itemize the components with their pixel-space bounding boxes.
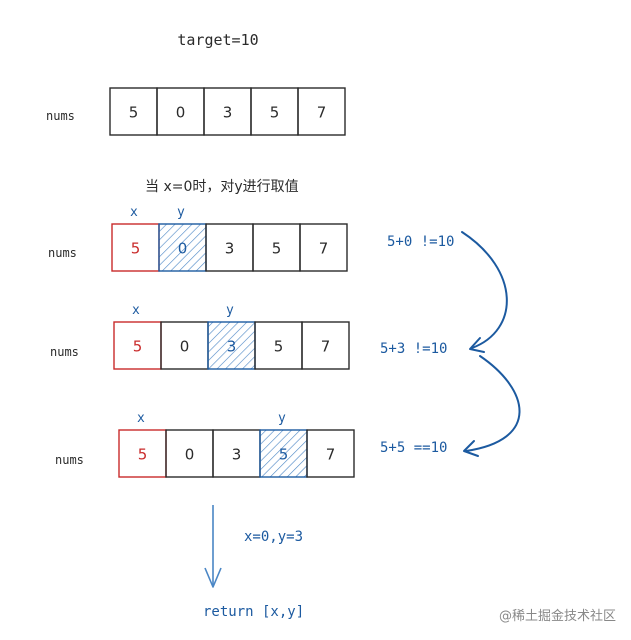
x-pointer-label: x: [132, 303, 140, 318]
array-cell-value: 5: [279, 446, 289, 464]
nums-label: nums: [48, 246, 77, 260]
x-pointer-label: x: [137, 411, 145, 426]
target-title: target=10: [177, 31, 258, 49]
y-cell-hatch: [260, 430, 307, 477]
nums-label: nums: [46, 109, 75, 123]
curve-arrow-2: [465, 355, 521, 452]
y-cell-hatch: [159, 224, 206, 271]
curve-arrow-1-head: [469, 337, 485, 353]
y-pointer-label: y: [226, 303, 234, 318]
array-cell: [301, 321, 350, 370]
result-note: x=0,y=3: [244, 529, 303, 545]
nums-array-step-3: nums 5 0 3 5 7 x y: [55, 411, 355, 478]
y-pointer-label: y: [177, 205, 185, 220]
array-cell: [299, 223, 348, 272]
array-cell-value: 3: [227, 338, 237, 356]
array-cell-value: 0: [180, 338, 190, 356]
array-cell: [297, 87, 346, 136]
array-cell-value: 5: [272, 240, 282, 258]
curve-arrow-1: [461, 231, 508, 349]
equation-step-1: 5+0 !=10: [387, 234, 454, 250]
nums-array-original: nums 5 0 3 5 7: [46, 87, 346, 136]
array-cell-value: 0: [176, 104, 186, 122]
x-pointer-label: x: [130, 205, 138, 220]
y-cell-hatch: [208, 322, 255, 369]
array-cell-value: 7: [317, 104, 327, 122]
array-cell: [306, 429, 355, 478]
nums-array-step-2: nums 5 0 3 5 7 x y: [50, 303, 350, 370]
watermark: @稀土掘金技术社区: [499, 608, 616, 624]
array-cell-value: 0: [185, 446, 195, 464]
array-cell-value: 7: [319, 240, 329, 258]
array-cell-value: 5: [138, 446, 148, 464]
equation-step-3: 5+5 ==10: [380, 440, 447, 456]
equation-step-2: 5+3 !=10: [380, 341, 447, 357]
array-cell-value: 5: [270, 104, 280, 122]
array-cell-value: 5: [129, 104, 139, 122]
array-cell-value: 7: [326, 446, 336, 464]
array-cell-value: 5: [133, 338, 143, 356]
array-cell-value: 5: [274, 338, 284, 356]
nums-array-step-1: nums 5 0 3 5 7 x y: [48, 205, 348, 272]
array-cell-value: 3: [223, 104, 233, 122]
array-cell-value: 5: [131, 240, 141, 258]
array-cell-value: 3: [232, 446, 242, 464]
nums-label: nums: [50, 345, 79, 359]
curve-arrow-2-head: [463, 440, 479, 457]
down-arrow-head: [204, 567, 222, 588]
array-cell-value: 3: [225, 240, 235, 258]
return-statement: return [x,y]: [203, 604, 304, 620]
array-cell-value: 7: [321, 338, 331, 356]
nums-label: nums: [55, 453, 84, 467]
y-pointer-label: y: [278, 411, 286, 426]
array-cell-value: 0: [178, 240, 188, 258]
caption: 当 x=0时，对y进行取值: [145, 179, 299, 195]
